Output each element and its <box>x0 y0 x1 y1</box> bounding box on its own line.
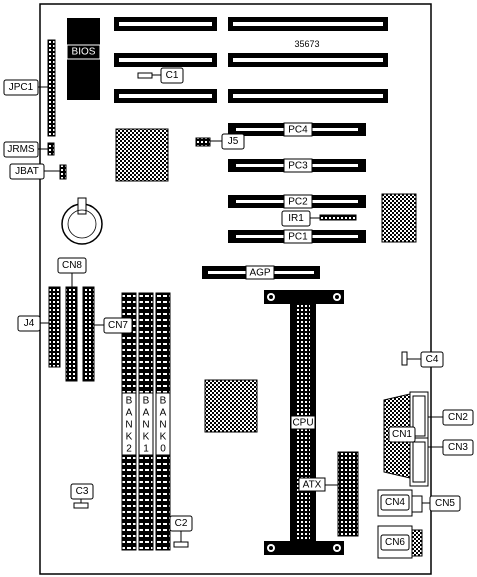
bank0-letter-2: A <box>160 408 167 419</box>
bank2-letter-2: A <box>126 408 133 419</box>
atx-label: ATX <box>303 480 322 491</box>
callout-cn5: CN5 <box>435 498 455 509</box>
callout-c3: C3 <box>76 486 89 497</box>
bank2-letter-5: 2 <box>126 444 132 455</box>
jbat-header <box>59 164 67 180</box>
callout-cn6: CN6 <box>385 537 405 548</box>
callout-cn8: CN8 <box>62 260 82 271</box>
northbridge-chip <box>115 128 169 182</box>
callout-c1: C1 <box>166 70 179 81</box>
callout-cn2: CN2 <box>448 412 468 423</box>
pci-label-pc3: PC3 <box>288 161 308 172</box>
bank2-letter-3: N <box>125 420 132 431</box>
callout-cn4: CN4 <box>385 497 405 508</box>
io-chip <box>204 379 258 433</box>
pci-label-pc4: PC4 <box>288 125 308 136</box>
bank0-letter-1: B <box>160 396 167 407</box>
callout-cn7: CN7 <box>108 320 128 331</box>
c4-component <box>401 351 408 366</box>
bank-labels: B A N K 2 B A N K 1 B A N K 0 <box>121 392 171 456</box>
jpc1-header <box>47 39 56 137</box>
bios-chip: BIOS <box>66 18 101 100</box>
c3-component <box>73 502 89 509</box>
board-outline <box>39 3 432 575</box>
southbridge-chip <box>381 193 417 243</box>
ir1-header <box>319 214 357 221</box>
pci-label-pc1: PC1 <box>288 232 308 243</box>
bank2-letter-4: K <box>126 432 133 443</box>
j5-header <box>195 137 211 147</box>
callout-j4: J4 <box>24 318 35 329</box>
callout-c4: C4 <box>426 354 439 365</box>
cn8-header <box>65 286 78 382</box>
bank1-letter-2: A <box>143 408 150 419</box>
c2-component <box>173 541 189 548</box>
ide-headers <box>48 286 95 382</box>
bank0-letter-4: K <box>160 432 167 443</box>
callout-ir1: IR1 <box>288 213 304 224</box>
callout-j5: J5 <box>228 136 239 147</box>
bank1-letter-5: 1 <box>143 444 149 455</box>
callout-jbat: JBAT <box>15 166 39 177</box>
callout-jpc1: JPC1 <box>9 82 34 93</box>
bios-label: BIOS <box>72 47 96 58</box>
atx-connector: ATX <box>298 451 359 537</box>
bank2-letter-1: B <box>126 396 133 407</box>
cn7-header <box>82 286 95 382</box>
cpu-label: CPU <box>292 418 313 429</box>
callout-c2: C2 <box>175 518 188 529</box>
callout-cn1: CN1 <box>392 429 412 440</box>
bank0-letter-5: 0 <box>160 444 166 455</box>
agp-label: AGP <box>249 268 270 279</box>
cpu-slot: CPU <box>264 290 344 555</box>
agp-slot: AGP <box>202 265 320 280</box>
bank1-letter-4: K <box>143 432 150 443</box>
pci-label-pc2: PC2 <box>288 197 308 208</box>
bank0-letter-3: N <box>159 420 166 431</box>
pci-labels: PC4 PC3 PC2 PC1 <box>283 122 313 244</box>
c1-component <box>137 72 153 79</box>
callouts: JPC1 JRMS JBAT C1 J5 IR1 CN8 J4 CN7 <box>3 67 474 551</box>
bank1-letter-3: N <box>142 420 149 431</box>
callout-cn3: CN3 <box>448 442 468 453</box>
bank1-letter-1: B <box>143 396 150 407</box>
board-id: 35673 <box>294 39 319 49</box>
callout-jrms: JRMS <box>7 144 35 155</box>
j4-header <box>48 286 61 368</box>
jrms-header <box>47 142 55 156</box>
isa-slots <box>114 17 388 103</box>
battery <box>61 197 103 245</box>
